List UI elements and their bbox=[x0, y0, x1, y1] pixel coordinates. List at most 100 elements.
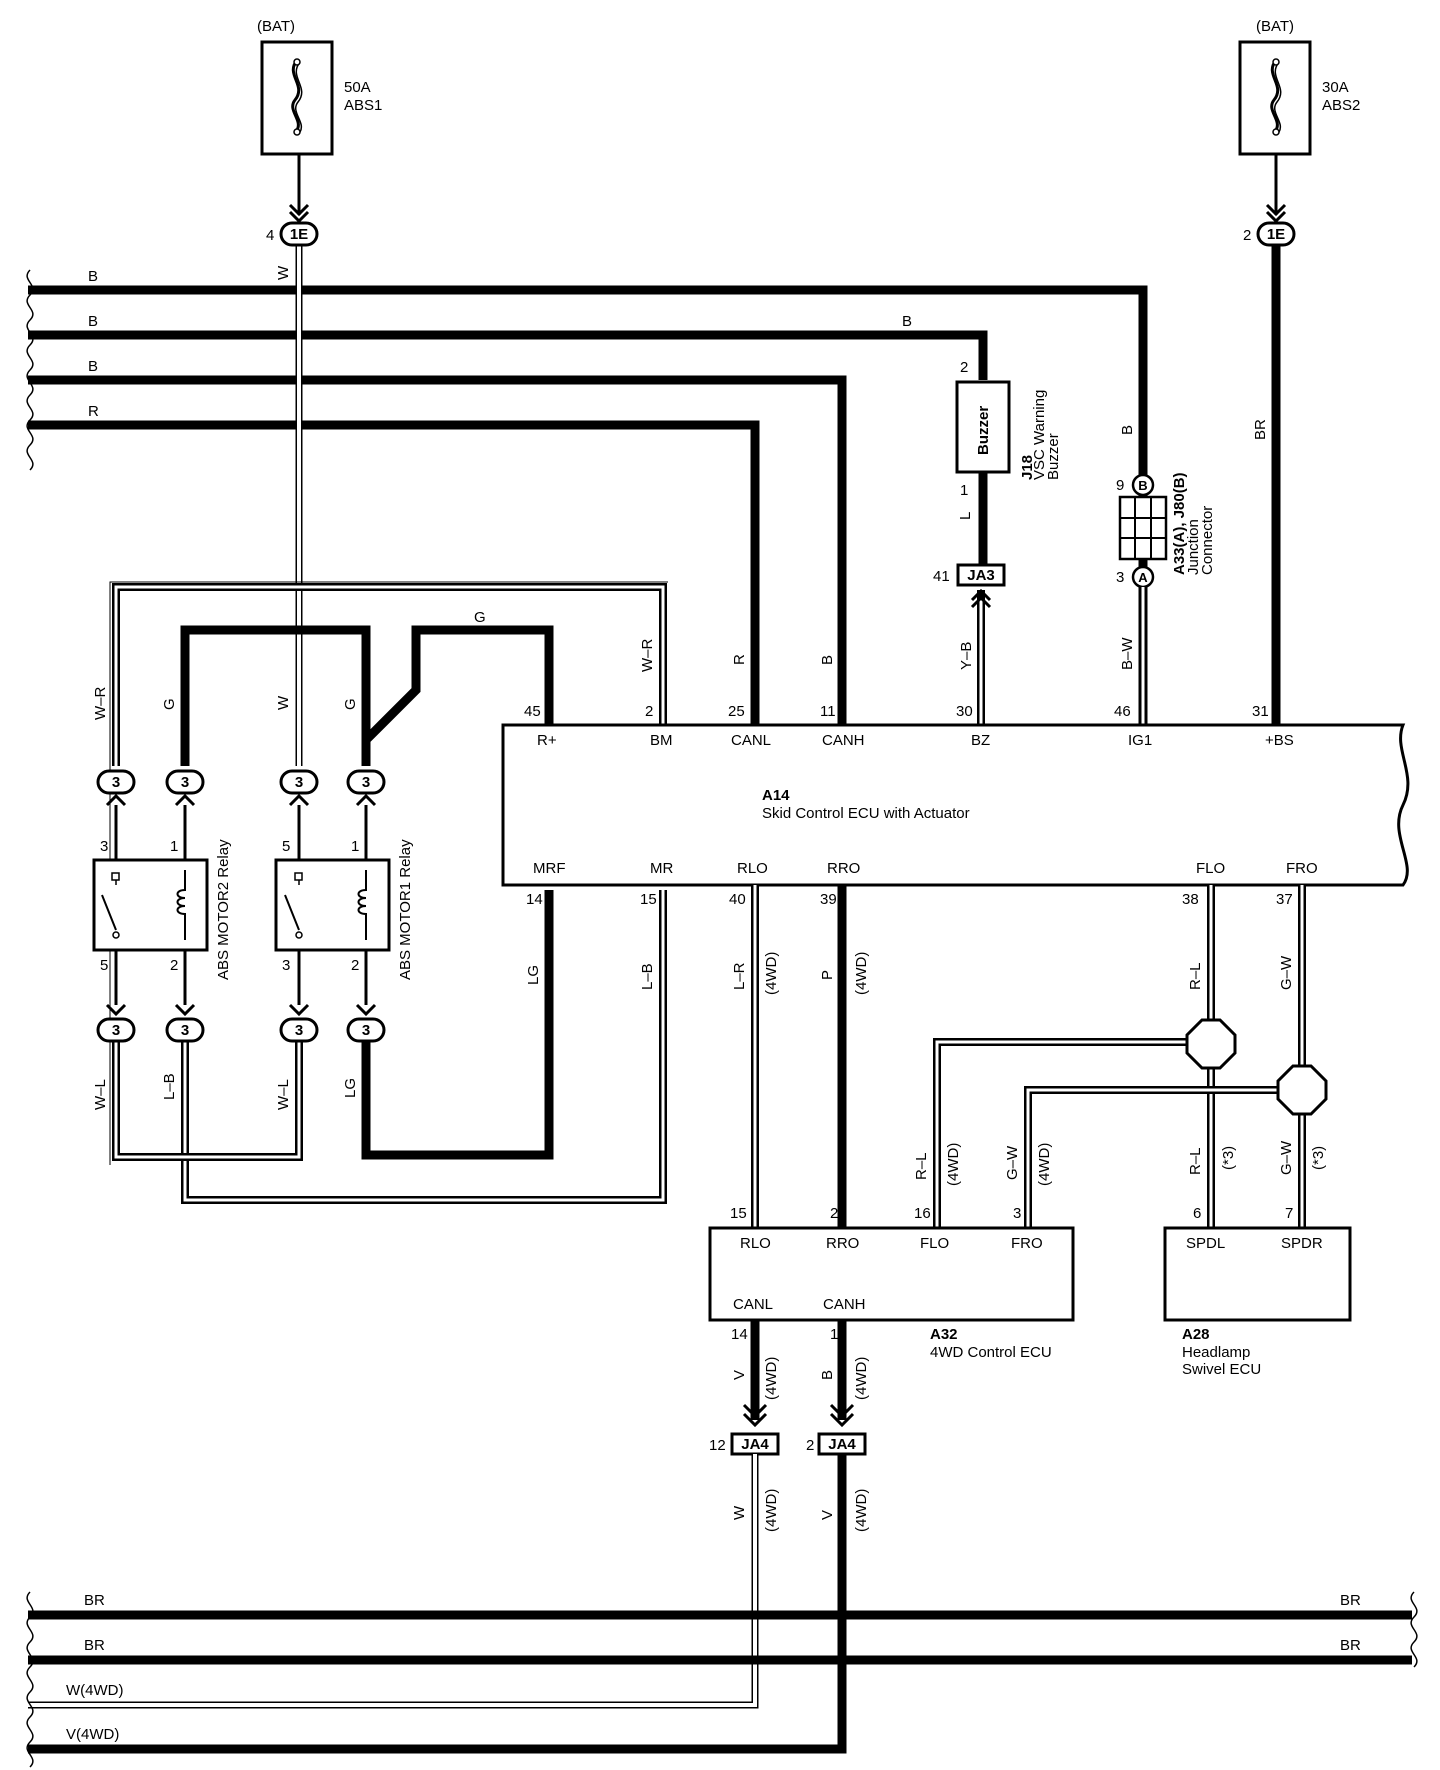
wire-label: L bbox=[957, 512, 974, 520]
wire-tag: (4WD) bbox=[763, 1357, 780, 1400]
wire-label: L–R bbox=[731, 962, 748, 990]
svg-text:3: 3 bbox=[100, 838, 108, 855]
svg-text:9: 9 bbox=[1116, 477, 1124, 494]
svg-text:1: 1 bbox=[960, 482, 968, 499]
svg-text:V(4WD): V(4WD) bbox=[66, 1726, 119, 1743]
bus-wire-label: B bbox=[88, 313, 98, 330]
arrow-up-icon bbox=[970, 588, 992, 609]
svg-text:BR: BR bbox=[84, 1592, 105, 1609]
svg-text:2: 2 bbox=[1243, 227, 1251, 244]
svg-text:45: 45 bbox=[524, 703, 541, 720]
wire-label: BR bbox=[1252, 419, 1269, 440]
svg-text:31: 31 bbox=[1252, 703, 1269, 720]
svg-text:R+: R+ bbox=[537, 732, 557, 749]
wire-label: R–L bbox=[1187, 962, 1204, 990]
svg-text:14: 14 bbox=[731, 1326, 748, 1343]
wire-label: W–L bbox=[92, 1079, 109, 1110]
bottom-bus: BR BR BR BR W(4WD) V(4WD) bbox=[26, 1591, 1418, 1768]
svg-text:2: 2 bbox=[170, 957, 178, 974]
wire-label: G bbox=[474, 609, 486, 626]
relay-switch-icon bbox=[284, 872, 303, 939]
arrow-down-icon bbox=[1265, 203, 1287, 224]
connector-ja4-right: JA4 2 bbox=[806, 1432, 867, 1456]
wire-tag: (4WD) bbox=[945, 1143, 962, 1186]
svg-text:3: 3 bbox=[282, 957, 290, 974]
wire-label: G–W bbox=[1004, 1145, 1021, 1180]
wire-tag: (4WD) bbox=[853, 952, 870, 995]
relay-connector: 3 bbox=[279, 769, 319, 807]
svg-text:Swivel ECU: Swivel ECU bbox=[1182, 1361, 1261, 1378]
svg-text:Buzzer: Buzzer bbox=[975, 406, 992, 455]
arrow-down-icon bbox=[105, 1003, 127, 1017]
arrow-down-icon bbox=[355, 1003, 377, 1017]
svg-text:2: 2 bbox=[351, 957, 359, 974]
svg-text:46: 46 bbox=[1114, 703, 1131, 720]
skid-control-ecu: A14 Skid Control ECU with Actuator 45R+ … bbox=[501, 703, 1410, 908]
relay-coil-icon bbox=[176, 870, 186, 940]
arrow-down-icon bbox=[742, 1403, 768, 1428]
relay-connector: 3 bbox=[165, 769, 205, 807]
svg-text:3: 3 bbox=[112, 1022, 120, 1039]
fuse-name: ABS2 bbox=[1322, 97, 1360, 114]
wire-tag: (4WD) bbox=[763, 1489, 780, 1532]
svg-text:BR: BR bbox=[84, 1637, 105, 1654]
wire-label: R bbox=[731, 654, 748, 665]
top-bus: B B B R bbox=[26, 268, 1148, 725]
svg-text:4WD Control ECU: 4WD Control ECU bbox=[930, 1344, 1052, 1361]
svg-text:15: 15 bbox=[730, 1205, 747, 1222]
svg-text:CANH: CANH bbox=[822, 732, 865, 749]
fuse-abs1: (BAT) 50A ABS1 bbox=[257, 18, 382, 156]
svg-text:MRF: MRF bbox=[533, 860, 566, 877]
svg-text:FLO: FLO bbox=[920, 1235, 949, 1252]
wire-label: B bbox=[819, 655, 836, 665]
svg-text:W(4WD): W(4WD) bbox=[66, 1682, 123, 1699]
svg-text:A28: A28 bbox=[1182, 1326, 1210, 1343]
abs-motor1-relay: 5 1 3 2 ABS MOTOR1 Relay bbox=[274, 838, 414, 980]
svg-text:2: 2 bbox=[645, 703, 653, 720]
fuse-element-icon bbox=[291, 59, 301, 131]
svg-text:A32: A32 bbox=[930, 1326, 958, 1343]
svg-text:A33(A), J80(B): A33(A), J80(B) bbox=[1171, 472, 1188, 575]
svg-text:FLO: FLO bbox=[1196, 860, 1225, 877]
svg-text:41: 41 bbox=[933, 568, 950, 585]
wire-tag: (*3) bbox=[1310, 1146, 1327, 1170]
svg-text:6: 6 bbox=[1193, 1205, 1201, 1222]
wire-label: W bbox=[275, 695, 292, 710]
svg-text:37: 37 bbox=[1276, 891, 1293, 908]
wire-label: P bbox=[819, 970, 836, 980]
svg-text:IG1: IG1 bbox=[1128, 732, 1152, 749]
svg-text:11: 11 bbox=[820, 703, 836, 720]
wire-label: G–W bbox=[1278, 1140, 1295, 1175]
svg-text:30: 30 bbox=[956, 703, 973, 720]
svg-text:CANH: CANH bbox=[823, 1296, 866, 1313]
wire-label: W–R bbox=[639, 639, 656, 673]
svg-text:3: 3 bbox=[362, 774, 370, 791]
svg-text:RLO: RLO bbox=[740, 1235, 771, 1252]
arrow-up-icon bbox=[288, 793, 310, 807]
wire-label: LG bbox=[525, 965, 542, 985]
junction-connector: B 9 A 3 A33(A), J80(B) Junction Connecto… bbox=[1116, 472, 1216, 589]
wire-label: G bbox=[342, 698, 359, 710]
svg-text:+BS: +BS bbox=[1265, 732, 1294, 749]
svg-text:MR: MR bbox=[650, 860, 673, 877]
arrow-up-icon bbox=[174, 793, 196, 807]
relay-connector: 3 bbox=[96, 1003, 136, 1043]
fuse-source: (BAT) bbox=[1256, 18, 1294, 35]
svg-text:BZ: BZ bbox=[971, 732, 990, 749]
fuse-source: (BAT) bbox=[257, 18, 295, 35]
svg-text:5: 5 bbox=[282, 838, 290, 855]
relay-connectors: 3 3 3 3 3 3 3 3 bbox=[96, 769, 386, 1043]
connector-ja3: JA3 41 bbox=[933, 563, 1006, 587]
svg-text:BR: BR bbox=[1340, 1637, 1361, 1654]
svg-text:SPDR: SPDR bbox=[1281, 1235, 1323, 1252]
svg-text:ABS MOTOR1 Relay: ABS MOTOR1 Relay bbox=[397, 839, 414, 980]
vsc-warning-buzzer: Buzzer 2 1 J18 VSC Warning Buzzer bbox=[955, 359, 1062, 499]
break-mark-icon bbox=[26, 1591, 34, 1768]
svg-text:RLO: RLO bbox=[737, 860, 768, 877]
svg-text:CANL: CANL bbox=[731, 732, 771, 749]
svg-text:3: 3 bbox=[1013, 1205, 1021, 1222]
relay-coil-icon bbox=[357, 870, 367, 940]
wire-label: R–L bbox=[1187, 1147, 1204, 1175]
